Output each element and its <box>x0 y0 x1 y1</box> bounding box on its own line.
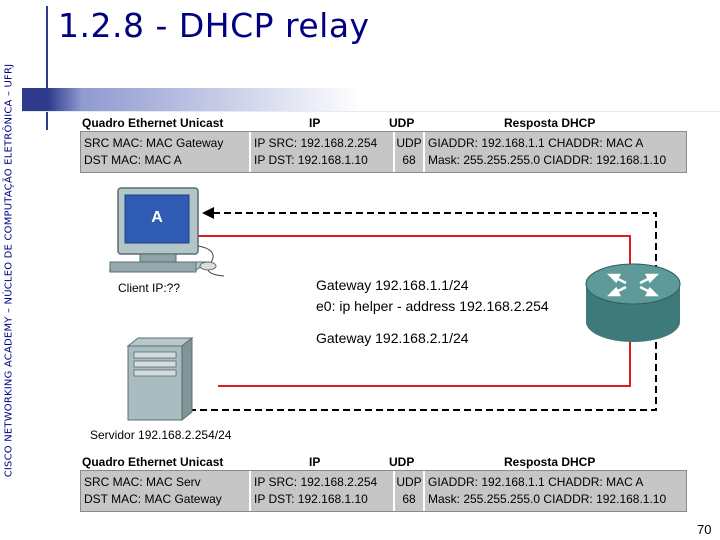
bottom-frame: Quadro Ethernet Unicast IP UDP Resposta … <box>80 453 687 512</box>
bottom-udp-port: 68 <box>402 492 416 506</box>
header-ip: IP <box>309 116 321 130</box>
title-accent-vertical-line <box>46 6 48 130</box>
bottom-frame-body: SRC MAC: MAC Serv DST MAC: MAC Gateway I… <box>80 470 687 512</box>
server-router-link <box>218 326 631 387</box>
top-src-mac: SRC MAC: MAC Gateway <box>84 136 224 150</box>
arrow-head-icon <box>202 207 214 219</box>
client-router-link <box>198 235 631 278</box>
bottom-ip-cell: IP SRC: 192.168.2.254 IP DST: 192.168.1.… <box>251 471 395 511</box>
gateway1-label: Gateway 192.168.1.1/24 <box>316 277 469 293</box>
bottom-dst-mac: DST MAC: MAC Gateway <box>84 492 222 506</box>
top-ip-dst: IP DST: 192.168.1.10 <box>254 153 368 167</box>
bottom-frame-header: Quadro Ethernet Unicast IP UDP Resposta … <box>80 453 687 470</box>
top-dhcp-line2: Mask: 255.255.255.0 CIADDR: 192.168.1.10 <box>428 153 667 167</box>
header-udp: UDP <box>389 116 415 130</box>
ip-helper-label: e0: ip helper - address 192.168.2.254 <box>316 298 549 314</box>
title-accent-bar <box>22 88 720 112</box>
top-dhcp-line1: GIADDR: 192.168.1.1 CHADDR: MAC A <box>428 136 644 150</box>
top-udp-cell: UDP 68 <box>395 132 425 172</box>
top-frame: Quadro Ethernet Unicast IP UDP Resposta … <box>80 114 687 173</box>
bottom-ip-src: IP SRC: 192.168.2.254 <box>254 475 378 489</box>
server-icon <box>126 336 194 422</box>
client-monitor-label: A <box>151 209 163 226</box>
bottom-dhcp-line1: GIADDR: 192.168.1.1 CHADDR: MAC A <box>428 475 644 489</box>
top-udp-label: UDP <box>396 136 422 150</box>
bottom-ethernet-cell: SRC MAC: MAC Serv DST MAC: MAC Gateway <box>81 471 251 511</box>
title-accent-underline <box>22 111 720 112</box>
header-dhcp: Resposta DHCP <box>504 116 596 130</box>
server-label: Servidor 192.168.2.254/24 <box>90 428 232 442</box>
client-label: Client IP:?? <box>118 281 181 295</box>
top-ip-cell: IP SRC: 192.168.2.254 IP DST: 192.168.1.… <box>251 132 395 172</box>
client-computer-icon <box>108 187 225 277</box>
bottom-dhcp-line2: Mask: 255.255.255.0 CIADDR: 192.168.1.10 <box>428 492 667 506</box>
top-dhcp-cell: GIADDR: 192.168.1.1 CHADDR: MAC A Mask: … <box>425 132 686 172</box>
bottom-udp-label: UDP <box>396 475 422 489</box>
top-dst-mac: DST MAC: MAC A <box>84 153 182 167</box>
bottom-ip-dst: IP DST: 192.168.1.10 <box>254 492 368 506</box>
top-udp-port: 68 <box>402 153 416 167</box>
top-ip-src: IP SRC: 192.168.2.254 <box>254 136 378 150</box>
header-dhcp: Resposta DHCP <box>504 455 596 469</box>
slide-number: 70 <box>697 522 712 537</box>
top-frame-body: SRC MAC: MAC Gateway DST MAC: MAC A IP S… <box>80 131 687 173</box>
gateway2-label: Gateway 192.168.2.1/24 <box>316 330 469 346</box>
header-ethernet: Quadro Ethernet Unicast <box>82 116 224 130</box>
header-ethernet: Quadro Ethernet Unicast <box>82 455 224 469</box>
bottom-src-mac: SRC MAC: MAC Serv <box>84 475 201 489</box>
bottom-udp-cell: UDP 68 <box>395 471 425 511</box>
top-ethernet-cell: SRC MAC: MAC Gateway DST MAC: MAC A <box>81 132 251 172</box>
router-icon <box>585 263 681 342</box>
bottom-dhcp-cell: GIADDR: 192.168.1.1 CHADDR: MAC A Mask: … <box>425 471 686 511</box>
slide-title: 1.2.8 - DHCP relay <box>58 6 370 45</box>
header-ip: IP <box>309 455 321 469</box>
top-frame-header: Quadro Ethernet Unicast IP UDP Resposta … <box>80 114 687 131</box>
header-udp: UDP <box>389 455 415 469</box>
